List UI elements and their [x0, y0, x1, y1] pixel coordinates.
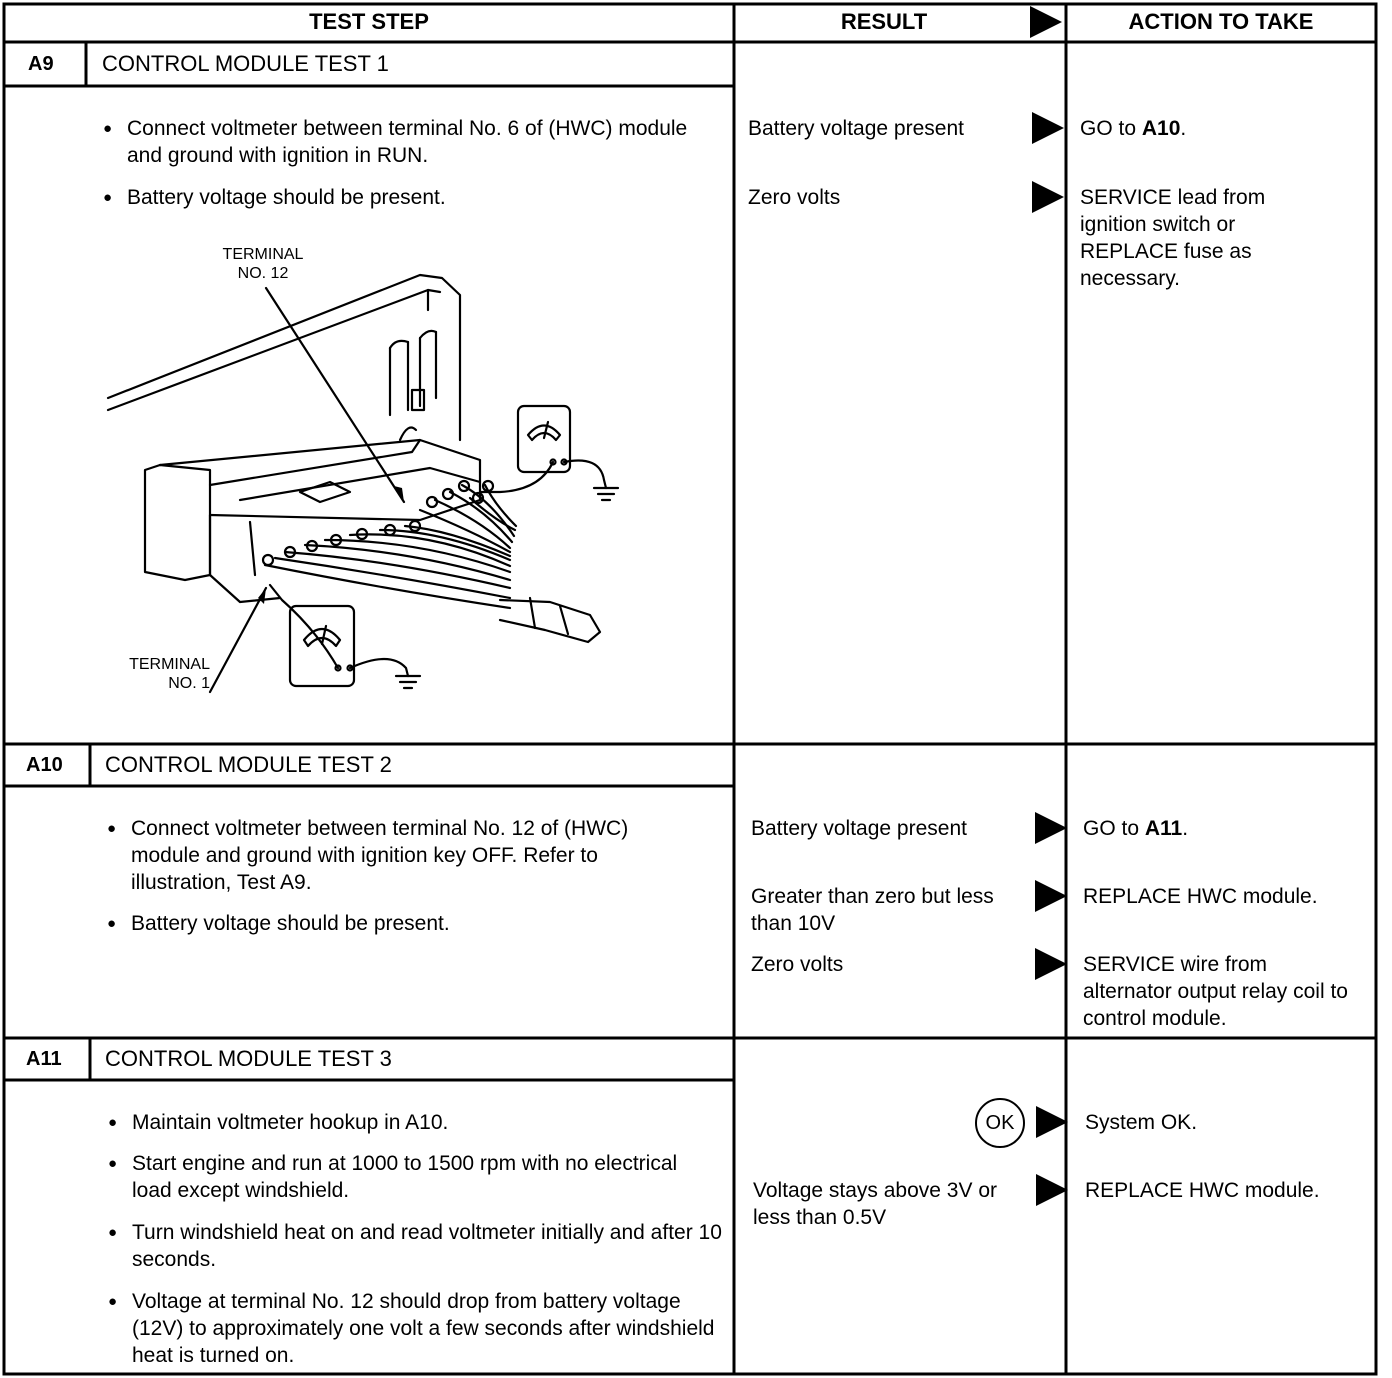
- a11-bullet-2: Start engine and run at 1000 to 1500 rpm…: [108, 1150, 722, 1204]
- terminal-12-label-text: TERMINAL NO. 12: [222, 246, 304, 282]
- a9-bullet-1: Connect voltmeter between terminal No. 6…: [103, 115, 727, 169]
- step-id-a10: A10: [26, 754, 63, 776]
- a10-arrow-3-icon: [1035, 948, 1067, 980]
- a10-bullet-2: Battery voltage should be present.: [107, 910, 701, 937]
- module-connector-illustration: [106, 273, 620, 694]
- a11-bullet-3: Turn windshield heat on and read voltmet…: [108, 1219, 722, 1273]
- header-test-step: TEST STEP: [309, 9, 429, 34]
- a9-result-2: Zero volts: [748, 186, 841, 209]
- ok-badge: OK: [975, 1098, 1025, 1148]
- terminal-12-label: TERMINAL NO. 12: [208, 245, 318, 283]
- a10-action-1: GO to A11.: [1083, 817, 1189, 840]
- a9-arrow-1-icon: [1032, 112, 1064, 144]
- a10-action-2: REPLACE HWC module.: [1083, 885, 1318, 908]
- terminal-1-label-text: TERMINAL NO. 1: [129, 656, 210, 692]
- a10-result-2: Greater than zero but less than 10V: [751, 885, 994, 935]
- a9-arrow-2-icon: [1032, 181, 1064, 213]
- a9-action-1: GO to A10.: [1080, 117, 1187, 140]
- a11-bullet-1: Maintain voltmeter hookup in A10.: [108, 1109, 722, 1136]
- terminal-1-label: TERMINAL NO. 1: [100, 655, 210, 693]
- a11-action-2: REPLACE HWC module.: [1085, 1179, 1320, 1202]
- a10-arrow-2-icon: [1035, 880, 1067, 912]
- a10-arrow-1-icon: [1035, 812, 1067, 844]
- step-title-a11: CONTROL MODULE TEST 3: [105, 1046, 392, 1071]
- a11-bullet-4: Voltage at terminal No. 12 should drop f…: [108, 1288, 722, 1369]
- a10-bullet-1: Connect voltmeter between terminal No. 1…: [107, 815, 701, 896]
- a11-result-2: Voltage stays above 3V or less than 0.5V: [753, 1179, 997, 1229]
- a11-arrow-2-icon: [1036, 1174, 1068, 1206]
- a10-result-1: Battery voltage present: [751, 817, 967, 840]
- a9-bullet-2: Battery voltage should be present.: [103, 184, 727, 211]
- a9-action-2: SERVICE lead from ignition switch or REP…: [1080, 186, 1266, 290]
- header-action: ACTION TO TAKE: [1128, 9, 1314, 34]
- a9-result-1: Battery voltage present: [748, 117, 964, 140]
- header-arrow-icon: [1030, 6, 1062, 38]
- step-title-a10: CONTROL MODULE TEST 2: [105, 752, 392, 777]
- step-id-a9: A9: [28, 53, 54, 75]
- a10-action-3: SERVICE wire from alternator output rela…: [1083, 953, 1348, 1030]
- step-title-a9: CONTROL MODULE TEST 1: [102, 51, 389, 76]
- step-id-a11: A11: [26, 1048, 62, 1070]
- a11-arrow-1-icon: [1036, 1106, 1068, 1138]
- a11-action-1: System OK.: [1085, 1111, 1198, 1134]
- a10-result-3: Zero volts: [751, 953, 844, 976]
- header-result: RESULT: [840, 9, 928, 34]
